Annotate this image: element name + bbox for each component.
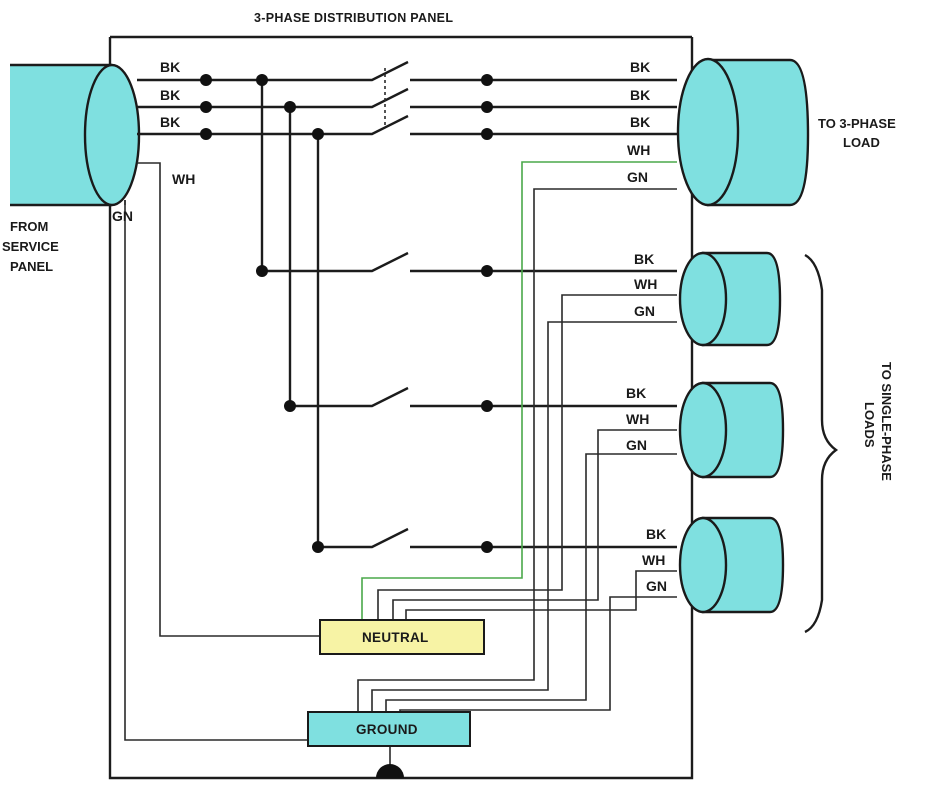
single-phase-cable-3 (678, 516, 785, 614)
from-service-label-1: FROM (10, 219, 48, 234)
wire-label: BK (160, 114, 180, 130)
from-service-label-3: PANEL (10, 259, 53, 274)
wire-label: GN (634, 303, 655, 319)
wire-label: WH (642, 552, 665, 568)
wire-label: BK (630, 87, 650, 103)
single-phase-brace (804, 253, 839, 634)
ground-bar: GROUND (307, 711, 471, 747)
single-phase-cable-2 (678, 381, 785, 479)
wire-label: BK (646, 526, 666, 542)
wire-label: BK (626, 385, 646, 401)
junction-dots (200, 74, 493, 553)
wire-label: WH (634, 276, 657, 292)
wire-label: BK (160, 87, 180, 103)
to-three-phase-label-1: TO 3-PHASE (818, 116, 896, 131)
wire-label: WH (627, 142, 650, 158)
single-phase-cable-1 (678, 251, 782, 347)
wire-label: WH (172, 171, 195, 187)
wire-label: BK (630, 59, 650, 75)
to-single-phase-label: TO SINGLE-PHASE LOADS (862, 362, 894, 481)
wire-label: GN (112, 208, 133, 224)
three-phase-cable (676, 57, 810, 207)
input-cable (10, 63, 141, 207)
neutral-bar: NEUTRAL (319, 619, 485, 655)
svg-text:LOADS: LOADS (862, 402, 877, 448)
neutral-ground-wiring (124, 161, 677, 770)
svg-text:TO SINGLE-PHASE: TO SINGLE-PHASE (879, 362, 894, 481)
neutral-bar-label: NEUTRAL (362, 630, 429, 645)
wire-label: BK (160, 59, 180, 75)
ground-bar-label: GROUND (356, 722, 418, 737)
panel-enclosure (108, 35, 694, 780)
wire-label: BK (634, 251, 654, 267)
wire-label: GN (646, 578, 667, 594)
wire-label: BK (630, 114, 650, 130)
to-three-phase-label-2: LOAD (843, 135, 880, 150)
wire-label: GN (626, 437, 647, 453)
ground-lug-icon (376, 764, 404, 778)
hot-bus-wires (137, 60, 677, 549)
diagram-title: 3-PHASE DISTRIBUTION PANEL (254, 11, 453, 25)
wire-label: GN (627, 169, 648, 185)
from-service-label-2: SERVICE (2, 239, 59, 254)
wire-label: WH (626, 411, 649, 427)
